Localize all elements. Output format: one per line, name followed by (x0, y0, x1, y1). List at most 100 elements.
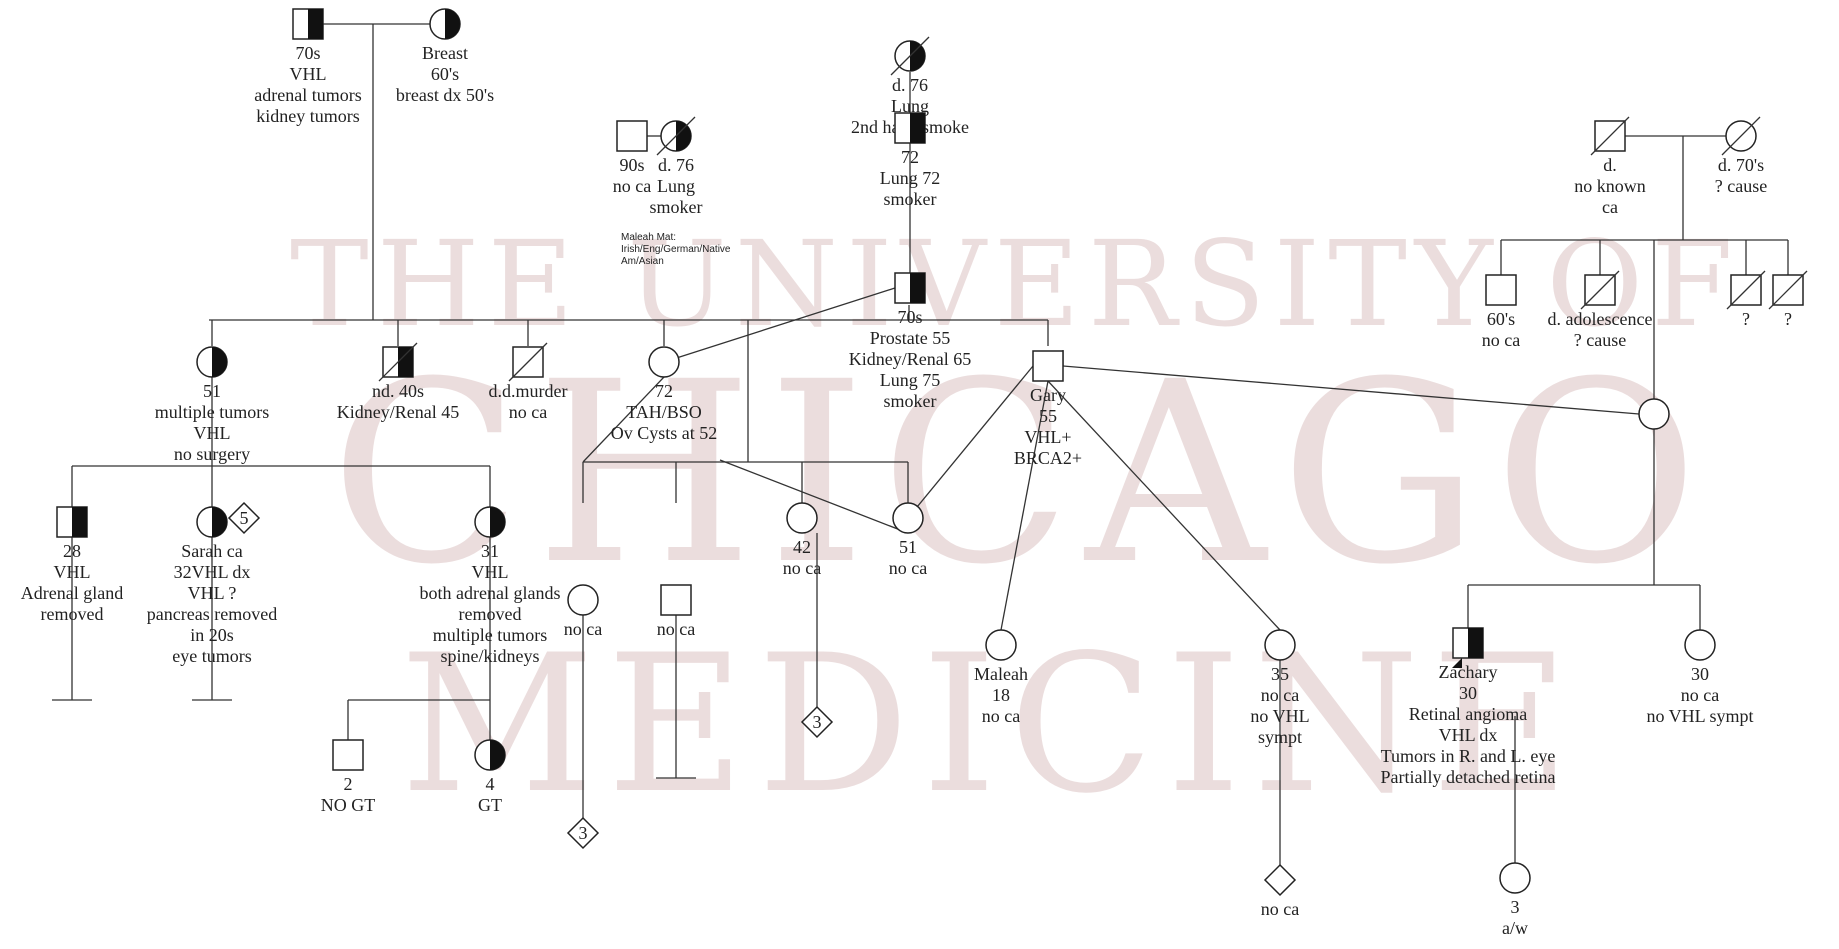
person-label: adrenal tumors (254, 85, 361, 105)
person-label: a/w (1502, 918, 1528, 938)
person-label: nd. 40s (372, 381, 424, 401)
person-ds3b[interactable]: 3 (566, 816, 600, 850)
deceased-slash (890, 36, 930, 76)
person-label: 72 (655, 381, 673, 401)
person-label: multiple tumors (155, 402, 270, 422)
person-label: 32VHL dx (174, 562, 251, 582)
person-label: d. 70's (1718, 155, 1764, 175)
affected-fill (910, 41, 925, 71)
person-gm4[interactable]: d. 70's? cause (1715, 116, 1767, 196)
deceased-slash (1721, 116, 1761, 156)
male-symbol (1032, 350, 1064, 382)
person-label: no known (1574, 176, 1646, 196)
affected-fill (445, 9, 460, 39)
female-symbol (648, 346, 680, 378)
person-label: Retinal angioma (1409, 704, 1527, 724)
affected-fill (212, 347, 227, 377)
affected-fill (490, 740, 505, 770)
person-label: Lung (657, 176, 695, 196)
affected-fill (676, 121, 691, 151)
person-label: 35 (1271, 664, 1289, 684)
relationship-lines (52, 23, 1789, 865)
marriage-line (1062, 365, 1640, 415)
person-unc60s[interactable]: 60'sno ca (1482, 274, 1520, 350)
person-ds3a[interactable]: 3 (800, 705, 834, 739)
person-label: ? cause (1574, 330, 1626, 350)
person-cousnoca1[interactable]: no ca (564, 584, 602, 639)
person-label: no ca (657, 619, 695, 639)
person-label: Maleah (974, 664, 1028, 684)
person-uncadol[interactable]: d. adolescence? cause (1548, 270, 1653, 350)
person-label: 3 (813, 712, 822, 732)
person-label: multiple tumors (433, 625, 548, 645)
person-label: 5 (240, 508, 249, 528)
male-symbol (616, 120, 648, 152)
person-label: VHL+ (1024, 427, 1071, 447)
person-label: Tumors in R. and L. eye (1381, 746, 1556, 766)
person-label: eye tumors (172, 646, 251, 666)
person-label: VHL dx (1439, 725, 1498, 745)
person-label: 28 (63, 541, 81, 561)
person-ds5[interactable]: 5 (227, 501, 261, 535)
person-label: Zachary (1439, 662, 1498, 682)
person-label: no ca (1681, 685, 1719, 705)
deceased-slash (1590, 116, 1630, 156)
person-label: d. (1603, 155, 1617, 175)
person-label: 30 (1691, 664, 1709, 684)
person-unkq1[interactable]: ? (1726, 270, 1766, 329)
person-label: VHL (472, 562, 509, 582)
person-label: no ca (1261, 899, 1299, 919)
person-label: smoker (650, 197, 703, 217)
unknown-sex-symbol (227, 501, 261, 535)
person-gkid3[interactable]: 3a/w (1499, 862, 1531, 938)
person-label: VHL (290, 64, 327, 84)
person-label: 18 (992, 685, 1010, 705)
person-label: 51 (899, 537, 917, 557)
person-label: 60's (1487, 309, 1515, 329)
deceased-slash (1726, 270, 1766, 310)
person-wife2[interactable] (1638, 398, 1670, 430)
person-label: d. 76 (658, 155, 694, 175)
person-label: removed (41, 604, 104, 624)
person-label: 60's (431, 64, 459, 84)
unknown-sex-symbol (1263, 863, 1297, 897)
person-unkq2[interactable]: ? (1768, 270, 1808, 329)
person-label: pancreas removed (147, 604, 277, 624)
person-label: ? (1742, 309, 1750, 329)
person-kid2[interactable]: 2NO GT (321, 739, 376, 815)
ancestry-note: Maleah Mat: (621, 232, 676, 243)
person-label: NO GT (321, 795, 376, 815)
person-kid4[interactable]: 4GT (474, 739, 506, 815)
person-label: ? cause (1715, 176, 1767, 196)
affected-fill (398, 347, 413, 377)
person-cousnoca2[interactable]: no ca (657, 584, 695, 639)
person-label: no ca (613, 176, 651, 196)
person-dsnoca[interactable]: no ca (1261, 863, 1299, 919)
person-label: removed (459, 604, 522, 624)
ancestry-note: Am/Asian (621, 256, 664, 267)
